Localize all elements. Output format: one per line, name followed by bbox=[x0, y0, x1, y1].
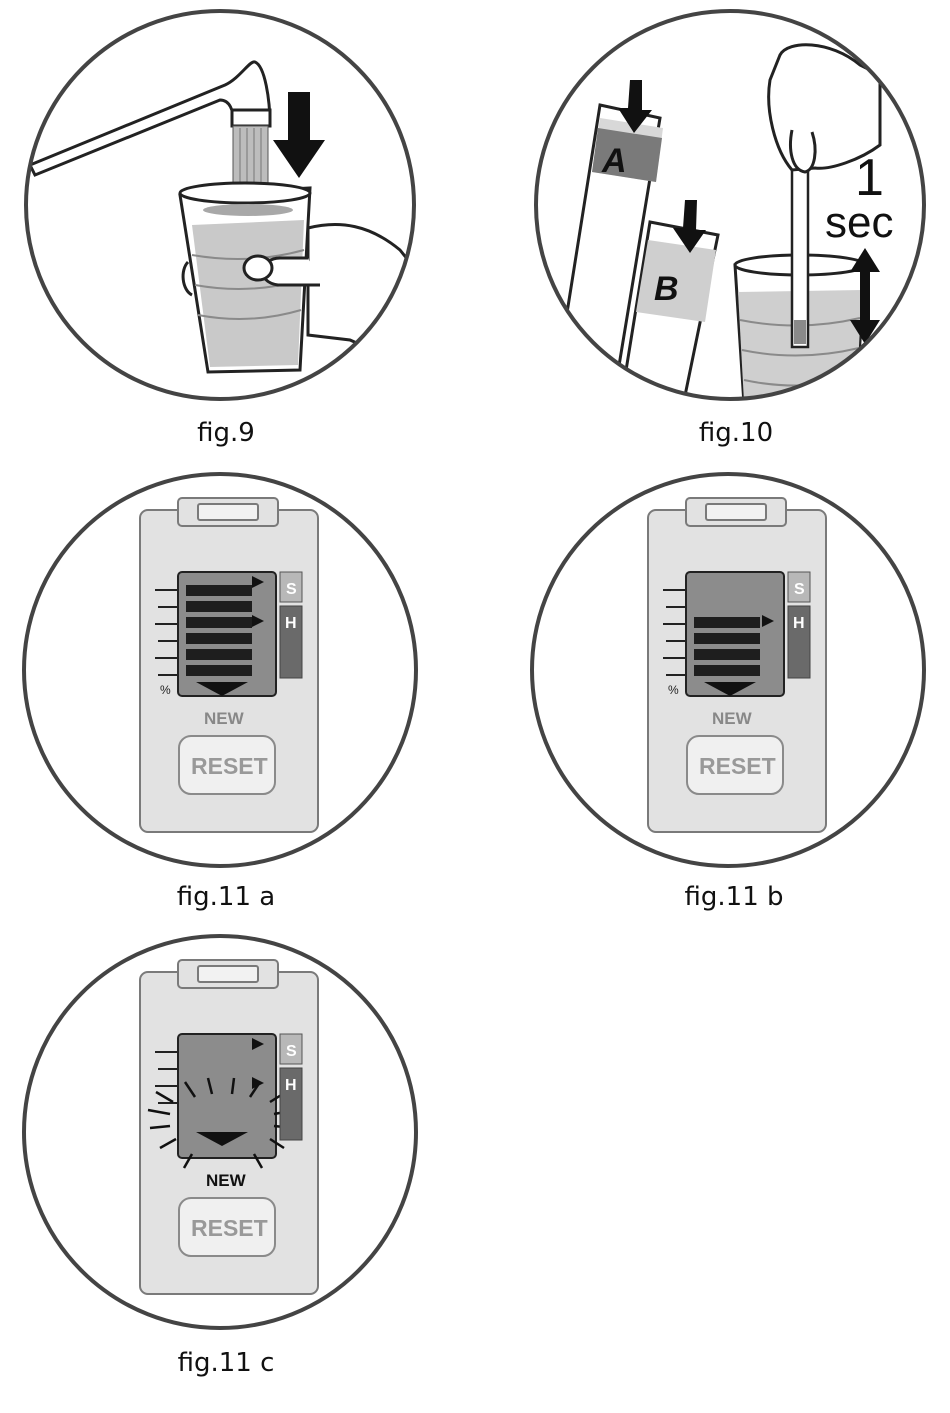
level-bar bbox=[186, 601, 252, 612]
fig11c-caption: fig.11 c bbox=[126, 1348, 326, 1378]
fig10-caption: fig.10 bbox=[636, 418, 836, 448]
indicator-h-label: H bbox=[793, 615, 805, 632]
level-bar bbox=[694, 649, 760, 660]
indicator-h-label: H bbox=[285, 615, 297, 632]
fig11a-caption: fig.11 a bbox=[126, 882, 326, 912]
percent-label: % bbox=[668, 683, 679, 697]
hand bbox=[308, 224, 420, 380]
level-bar bbox=[186, 633, 252, 644]
indicator-s-label: S bbox=[286, 581, 297, 598]
indicator-h-label: H bbox=[285, 1077, 297, 1094]
level-bar bbox=[694, 633, 760, 644]
new-label: NEW bbox=[712, 709, 753, 728]
new-label: NEW bbox=[206, 1171, 247, 1190]
fig11b-illustration: % S H NEW RESET bbox=[528, 470, 928, 880]
new-label: NEW bbox=[204, 709, 245, 728]
level-bar bbox=[186, 649, 252, 660]
indicator-s-label: S bbox=[794, 581, 805, 598]
strip-a-label: A bbox=[601, 142, 627, 180]
fig9-caption: fig.9 bbox=[126, 418, 326, 448]
fig9-illustration bbox=[20, 0, 420, 420]
indicator-s-label: S bbox=[286, 1043, 297, 1060]
down-arrow-icon bbox=[273, 92, 325, 178]
level-bar bbox=[186, 617, 252, 628]
level-bar bbox=[186, 585, 252, 596]
reset-label: RESET bbox=[699, 753, 776, 779]
fig11a-illustration: % S H NEW RESET bbox=[20, 470, 420, 880]
level-bar bbox=[694, 617, 760, 628]
reset-label: RESET bbox=[191, 1215, 268, 1241]
time-unit: sec bbox=[825, 198, 893, 247]
fig10-illustration: A B 1 sec bbox=[530, 0, 930, 420]
level-bar bbox=[694, 665, 760, 676]
fig11c-illustration: S H NEW RESET bbox=[20, 932, 420, 1342]
strip-b-label: B bbox=[654, 270, 679, 308]
fig11b-caption: fig.11 b bbox=[634, 882, 834, 912]
level-bar bbox=[186, 665, 252, 676]
reset-label: RESET bbox=[191, 753, 268, 779]
percent-label: % bbox=[160, 683, 171, 697]
dipping-strip bbox=[792, 165, 808, 347]
